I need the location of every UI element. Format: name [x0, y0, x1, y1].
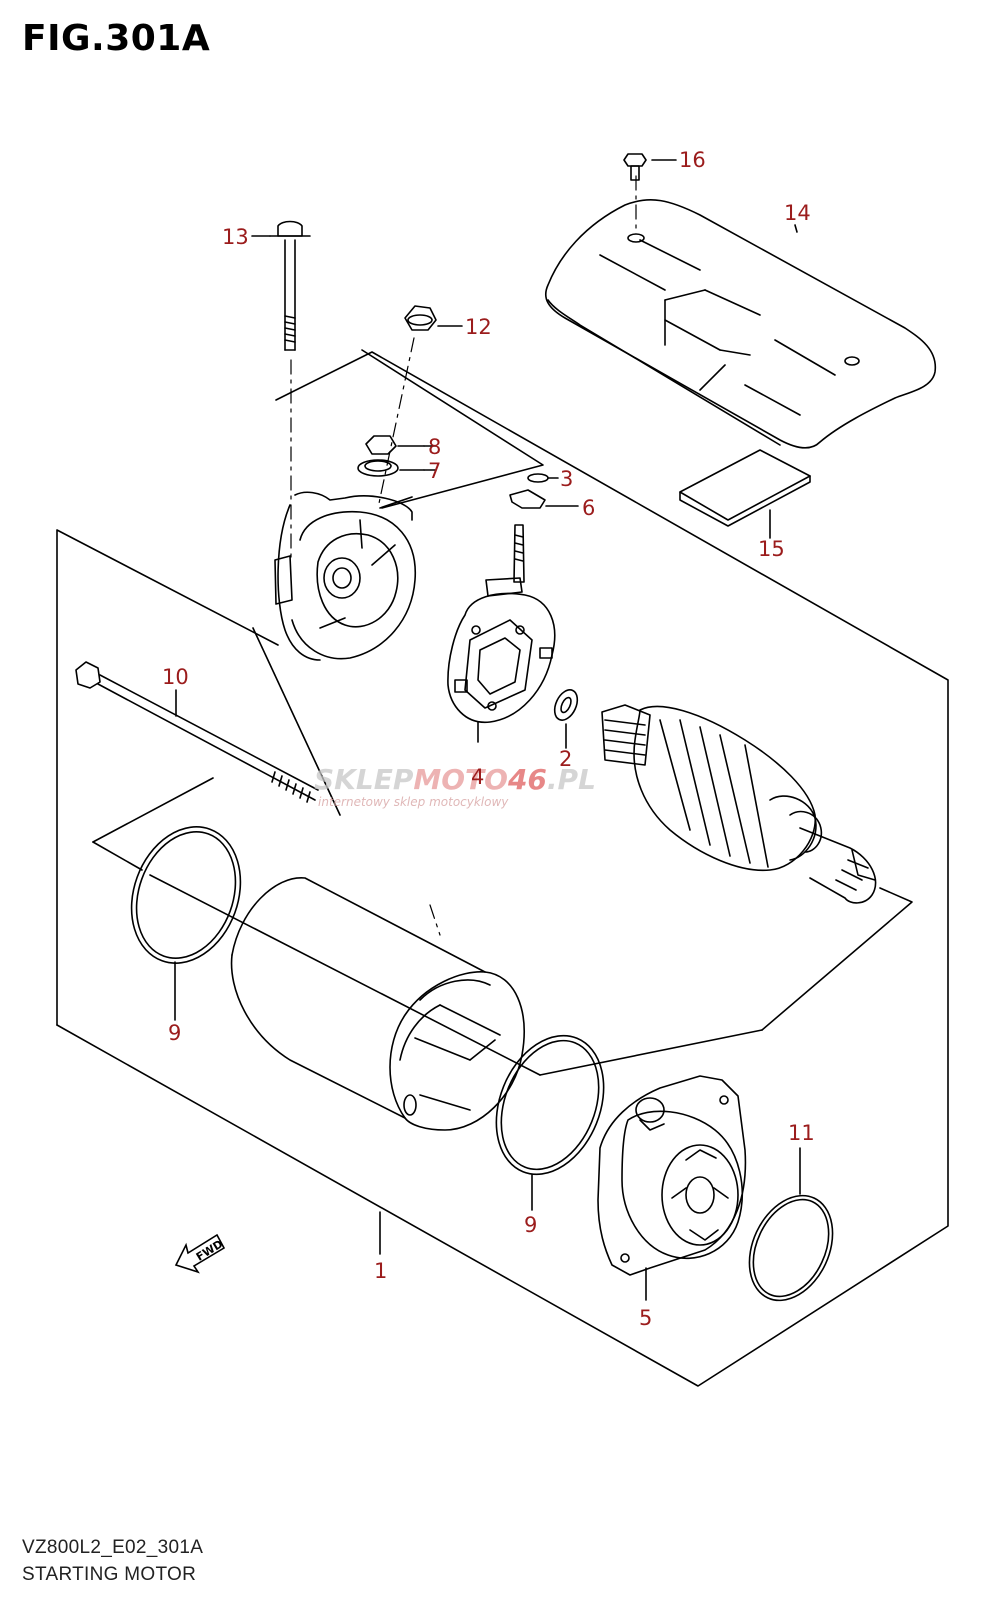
brush-holder-4 — [447, 524, 556, 743]
callout-2: 2 — [559, 747, 572, 771]
watermark-brand-tld: .PL — [547, 763, 596, 796]
armature — [601, 704, 877, 904]
nut-8 — [365, 435, 425, 455]
svg-text:SKLEPMOTO46.PL: SKLEPMOTO46.PL — [314, 763, 596, 796]
nut-12 — [404, 305, 463, 331]
washer-7 — [357, 459, 425, 477]
callout-4: 4 — [471, 765, 484, 789]
fwd-arrow: FWD — [174, 1233, 225, 1274]
oring-11 — [748, 1147, 834, 1302]
bolt-10 — [75, 661, 319, 803]
callout-10: 10 — [162, 665, 189, 689]
callout-7: 7 — [428, 459, 441, 483]
callout-9-right: 9 — [524, 1213, 537, 1237]
callouts: 1 2 3 4 5 6 7 8 9 9 10 11 12 13 14 15 16 — [162, 148, 815, 1330]
alignment-lines — [252, 175, 637, 936]
callout-8: 8 — [428, 435, 441, 459]
callout-13: 13 — [222, 225, 249, 249]
callout-6: 6 — [582, 496, 595, 520]
pad-15 — [679, 449, 811, 539]
callout-9-left: 9 — [168, 1021, 181, 1045]
rear-housing — [274, 491, 416, 661]
oring-9-right — [495, 1034, 605, 1211]
callout-15: 15 — [758, 537, 785, 561]
oring-9-left — [130, 826, 242, 1021]
leader-lines — [423, 445, 437, 471]
callout-12: 12 — [465, 315, 492, 339]
watermark: SKLEPMOTO46.PL internetowy sklep motocyk… — [314, 763, 596, 809]
watermark-brand-num: 46 — [507, 763, 547, 796]
washer-2 — [553, 689, 579, 749]
bolt-16 — [623, 153, 677, 181]
watermark-brand-mid: MOTO — [413, 763, 508, 796]
watermark-brand-left: SKLEP — [314, 763, 414, 796]
figure-name: STARTING MOTOR — [22, 1564, 197, 1585]
clip-6 — [509, 489, 579, 509]
figure-title: FIG.301A — [22, 18, 211, 59]
yoke — [230, 877, 525, 1131]
callout-16: 16 — [679, 148, 706, 172]
bolt-13 — [251, 220, 311, 351]
callout-14: 14 — [784, 201, 811, 225]
callout-5: 5 — [639, 1306, 652, 1330]
callout-1: 1 — [374, 1259, 387, 1283]
cover-14 — [544, 199, 936, 449]
clip-3 — [527, 473, 559, 483]
callout-11: 11 — [788, 1121, 815, 1145]
front-housing-5 — [597, 1075, 747, 1301]
assembly-frame — [56, 349, 949, 1387]
watermark-tagline: internetowy sklep motocyklowy — [318, 795, 509, 809]
figure-code: VZ800L2_E02_301A — [22, 1537, 204, 1558]
callout-3: 3 — [560, 467, 573, 491]
